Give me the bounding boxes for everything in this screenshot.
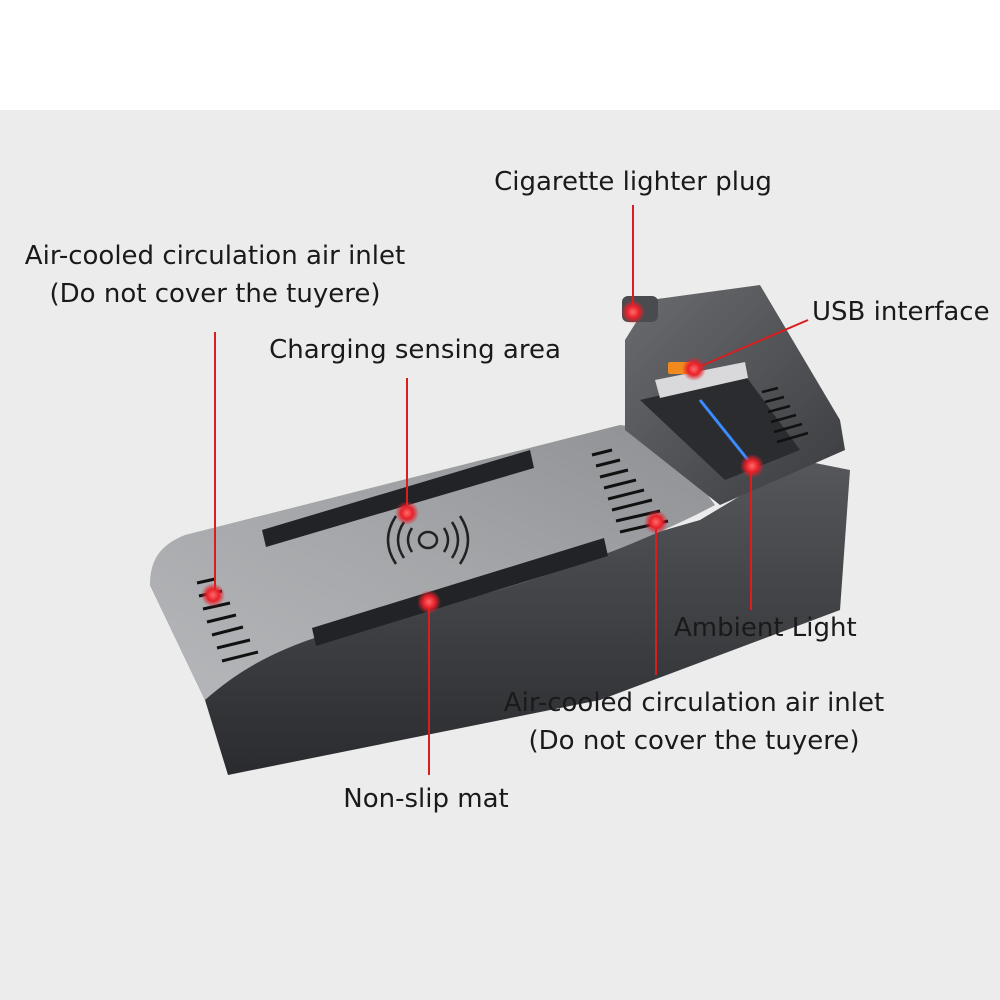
label-right-inlet: Air-cooled circulation air inlet (Do not…	[504, 685, 884, 760]
wireless-charging-icon	[386, 515, 470, 565]
label-left-inlet-line2: (Do not cover the tuyere)	[49, 278, 381, 309]
marker-charging-area	[395, 501, 419, 525]
label-non-slip-mat: Non-slip mat	[343, 784, 509, 814]
right-vents	[591, 448, 669, 534]
non-slip-mat-top	[262, 450, 534, 547]
leader-lines	[214, 205, 809, 775]
marker-ambient-light	[740, 454, 764, 478]
marker-non-slip-mat	[417, 590, 441, 614]
label-left-inlet-line1: Air-cooled circulation air inlet	[24, 241, 406, 271]
label-charging-area: Charging sensing area	[269, 335, 561, 365]
marker-left-inlet	[201, 583, 225, 607]
non-slip-mat-bottom	[312, 538, 608, 646]
marker-dots	[201, 300, 764, 614]
device-top	[150, 425, 715, 700]
device-side	[150, 460, 850, 775]
ambient-light-strip	[698, 399, 750, 461]
label-ambient-light: Ambient Light	[674, 613, 857, 643]
marker-right-inlet	[644, 510, 668, 534]
label-lighter-plug: Cigarette lighter plug	[494, 167, 772, 197]
marker-lighter-plug	[621, 300, 645, 324]
marker-usb	[682, 357, 706, 381]
label-usb: USB interface	[812, 297, 990, 327]
label-right-inlet-line1: Air-cooled circulation air inlet	[503, 688, 885, 718]
label-left-inlet: Air-cooled circulation air inlet (Do not…	[25, 238, 405, 313]
label-right-inlet-line2: (Do not cover the tuyere)	[528, 725, 860, 756]
